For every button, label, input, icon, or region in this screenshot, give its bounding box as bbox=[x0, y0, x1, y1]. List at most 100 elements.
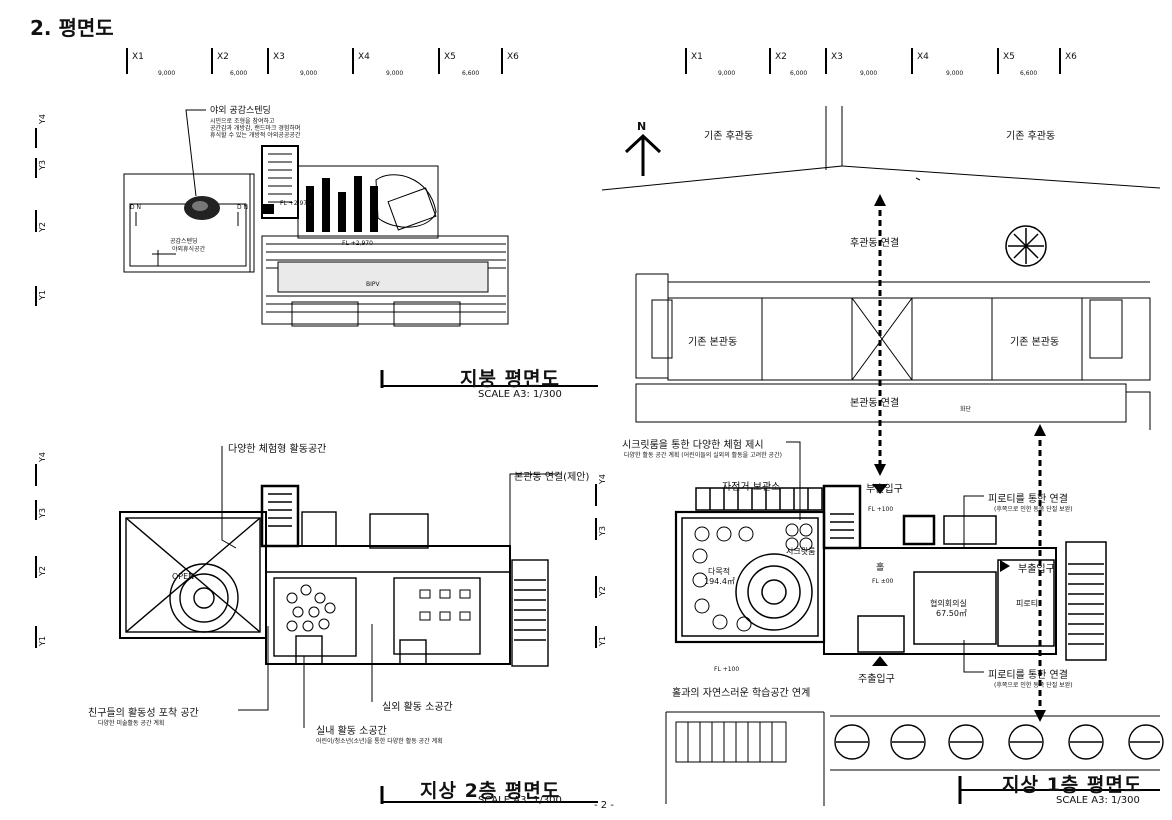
sub-entrance-label: 부출입구 bbox=[866, 484, 903, 495]
link-back-label: 후관동 연결 bbox=[850, 238, 900, 249]
f1-level: FL +100 bbox=[714, 666, 740, 673]
grid-y3: Y3 bbox=[38, 508, 47, 518]
floor1-furniture bbox=[692, 523, 813, 632]
grid-y4: Y4 bbox=[38, 452, 47, 462]
f2-callout-bottom: 실내 활동 소공간 bbox=[316, 726, 387, 737]
existing-back-building bbox=[601, 106, 1161, 191]
grid-y2: Y2 bbox=[38, 566, 47, 576]
grid-dim: 6,600 bbox=[1020, 70, 1038, 77]
main-entrance-marker bbox=[872, 656, 888, 666]
roof-callout-line: 공간감과 개방감, 랜드마크 경험하며 bbox=[210, 125, 301, 132]
page-number: - 2 - bbox=[594, 800, 614, 811]
grid-y2: Y2 bbox=[38, 222, 47, 232]
roof-callout-title: 야외 공감스텐딩 bbox=[210, 106, 271, 116]
f1-plan-title: 지상 1층 평면도 bbox=[1002, 774, 1143, 796]
sub-entrance-2-label: 부출입구 bbox=[1018, 564, 1055, 575]
grid-x4: X4 bbox=[358, 52, 370, 62]
roof-callout-leader bbox=[185, 109, 206, 197]
tree-row bbox=[834, 724, 1164, 760]
roof-room-label: 공감스텐딩 bbox=[170, 238, 198, 245]
roof-outline bbox=[123, 145, 509, 327]
link-main-label: 본관동 연결 bbox=[850, 398, 900, 409]
grid-dim: 9,000 bbox=[300, 70, 318, 77]
grid-dim: 6,000 bbox=[230, 70, 248, 77]
grid-x6: X6 bbox=[1065, 52, 1077, 62]
roof-dn: D N bbox=[130, 204, 142, 211]
grid-dim: 9,000 bbox=[946, 70, 964, 77]
f2-plan-title: 지상 2층 평면도 bbox=[420, 780, 561, 802]
grid-x3: X3 bbox=[273, 52, 285, 62]
floor2-seating bbox=[286, 584, 471, 632]
grid-y1: Y1 bbox=[38, 636, 47, 646]
f1-level: FL +100 bbox=[868, 506, 894, 513]
f1-callout-bottom: 홀과의 자연스러운 학습공간 연계 bbox=[672, 688, 811, 699]
grid-dim: 6,600 bbox=[462, 70, 480, 77]
existing-back-2: 기존 후관동 bbox=[1006, 131, 1056, 142]
multi-room-area: 194.4㎡ bbox=[704, 577, 735, 586]
secret-room-label: 시크릿룸 bbox=[786, 547, 816, 556]
roof-level: FL +2,970 bbox=[342, 240, 373, 247]
grid-x5: X5 bbox=[1003, 52, 1015, 62]
grid-x2: X2 bbox=[217, 52, 229, 62]
grid-y2: Y2 bbox=[598, 586, 607, 596]
f1-callout-secret-sub: 다양한 활동 공간 계획 (어린이들의 실외의 활동을 고려한 공간) bbox=[624, 452, 782, 459]
grid-y3: Y3 bbox=[38, 160, 47, 170]
grid-dim: 9,000 bbox=[860, 70, 878, 77]
f1-level: FL ±00 bbox=[872, 578, 894, 585]
f2-callout-bottom-sub: 어린이/청소년(소년)을 통한 다양한 활동 공간 계획 bbox=[316, 738, 443, 745]
f2-plan-scale: SCALE A3: 1/300 bbox=[478, 795, 562, 806]
grid-y1: Y1 bbox=[38, 290, 47, 300]
grid-y3: Y3 bbox=[598, 526, 607, 536]
grid-x1: X1 bbox=[691, 52, 703, 62]
f2-open-label: OPEN bbox=[172, 572, 195, 581]
f2-callout-top: 다양한 체험형 활동공간 bbox=[228, 444, 327, 455]
roof-dn: D N bbox=[237, 204, 249, 211]
piloti-bottom: 피로티를 통한 연결 bbox=[988, 670, 1068, 681]
roof-callout-line: 휴식할 수 있는 개방적 야외공공공간 bbox=[210, 132, 301, 139]
parking-strip bbox=[665, 711, 1160, 806]
grid-x5: X5 bbox=[444, 52, 456, 62]
roof-room-sub: 야외휴식공간 bbox=[172, 246, 206, 253]
main-entrance-label: 주출입구 bbox=[858, 674, 895, 685]
roof-columns bbox=[262, 176, 378, 232]
existing-back-1: 기존 후관동 bbox=[704, 131, 754, 142]
f2-callout-mid: 실외 활동 소공간 bbox=[382, 702, 453, 713]
grid-y4: Y4 bbox=[38, 114, 47, 124]
floor2-outline bbox=[119, 484, 549, 667]
grid-x1: X1 bbox=[132, 52, 144, 62]
grid-dim: 9,000 bbox=[386, 70, 404, 77]
meeting-room-area: 67.50㎡ bbox=[936, 609, 967, 618]
grid-dim: 6,000 bbox=[790, 70, 808, 77]
grid-x6: X6 bbox=[507, 52, 519, 62]
grid-x2: X2 bbox=[775, 52, 787, 62]
roof-bipv: BIPV bbox=[366, 281, 380, 288]
existing-main-2: 기존 본관동 bbox=[1010, 337, 1060, 348]
page-title: 2. 평면도 bbox=[30, 16, 114, 40]
existing-main-1: 기존 본관동 bbox=[688, 337, 738, 348]
grid-y1: Y1 bbox=[598, 636, 607, 646]
f1-plan-scale: SCALE A3: 1/300 bbox=[1056, 795, 1140, 806]
grid-x3: X3 bbox=[831, 52, 843, 62]
piloti-bottom-sub: (후쪽으로 인한 동쪽 단절 보완) bbox=[994, 682, 1073, 689]
grid-x4: X4 bbox=[917, 52, 929, 62]
link-arrows bbox=[878, 200, 1042, 716]
grid-y4: Y4 bbox=[598, 474, 607, 484]
roof-plan-title: 지붕 평면도 bbox=[460, 368, 561, 390]
roof-level: FL +2,970 bbox=[280, 200, 311, 207]
piloti-label: 피로티 bbox=[1016, 599, 1039, 608]
hall-label: 홀 bbox=[876, 563, 885, 573]
floor1-outline bbox=[674, 484, 1107, 661]
north-label: N bbox=[637, 120, 647, 133]
f2-callout-left: 친구들의 활동성 포착 공간 bbox=[88, 708, 199, 719]
f2-callout-left-sub: 다양한 미술활동 공간 계획 bbox=[98, 720, 165, 727]
piloti-top: 피로티를 통한 연결 bbox=[988, 494, 1068, 505]
north-arrow bbox=[624, 133, 662, 176]
flower-bed-label: 화단 bbox=[960, 406, 972, 413]
grid-dim: 9,000 bbox=[718, 70, 736, 77]
bike-storage-label: 자전거 보관소 bbox=[722, 482, 781, 493]
roof-callout-line: 시민으로 조형을 참여하고 bbox=[210, 118, 275, 125]
tree-symbol bbox=[1005, 225, 1047, 267]
f1-grid-x bbox=[685, 48, 1061, 74]
f2-callout-right: 본관동 연결(제안) bbox=[514, 472, 590, 483]
